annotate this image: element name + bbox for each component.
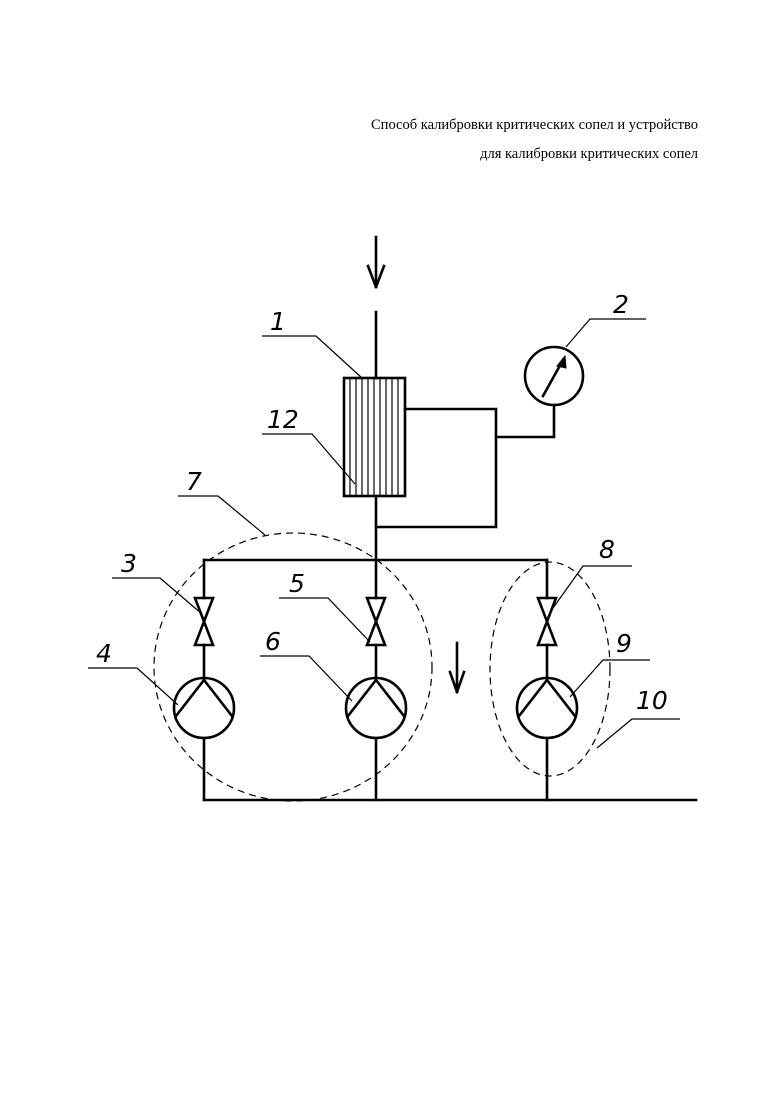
flow-direction-arrow [448,641,466,694]
label-8: 8 [599,535,615,564]
leader-lines [88,318,680,749]
pressure-tap-lines [374,403,556,529]
label-9: 9 [616,629,632,658]
title-line-2: для калибровки критических сопел [480,146,698,162]
label-10: 10 [636,686,668,715]
label-6: 6 [265,627,281,656]
label-3: 3 [121,549,137,578]
branch-right [515,558,579,802]
label-7: 7 [186,467,202,496]
label-1: 1 [270,307,286,336]
inlet-flow-arrow [366,235,386,289]
label-5: 5 [289,569,305,598]
label-12: 12 [267,405,299,434]
label-4: 4 [96,639,112,668]
branch-middle [344,558,408,802]
label-2: 2 [613,290,629,319]
pressure-gauge [523,345,585,407]
group-outline-10 [489,561,611,777]
nozzle-block [342,376,407,498]
group-outline-7 [153,532,433,802]
branch-left [172,558,236,802]
title-line-1: Способ калибровки критических сопел и ус… [371,117,698,133]
